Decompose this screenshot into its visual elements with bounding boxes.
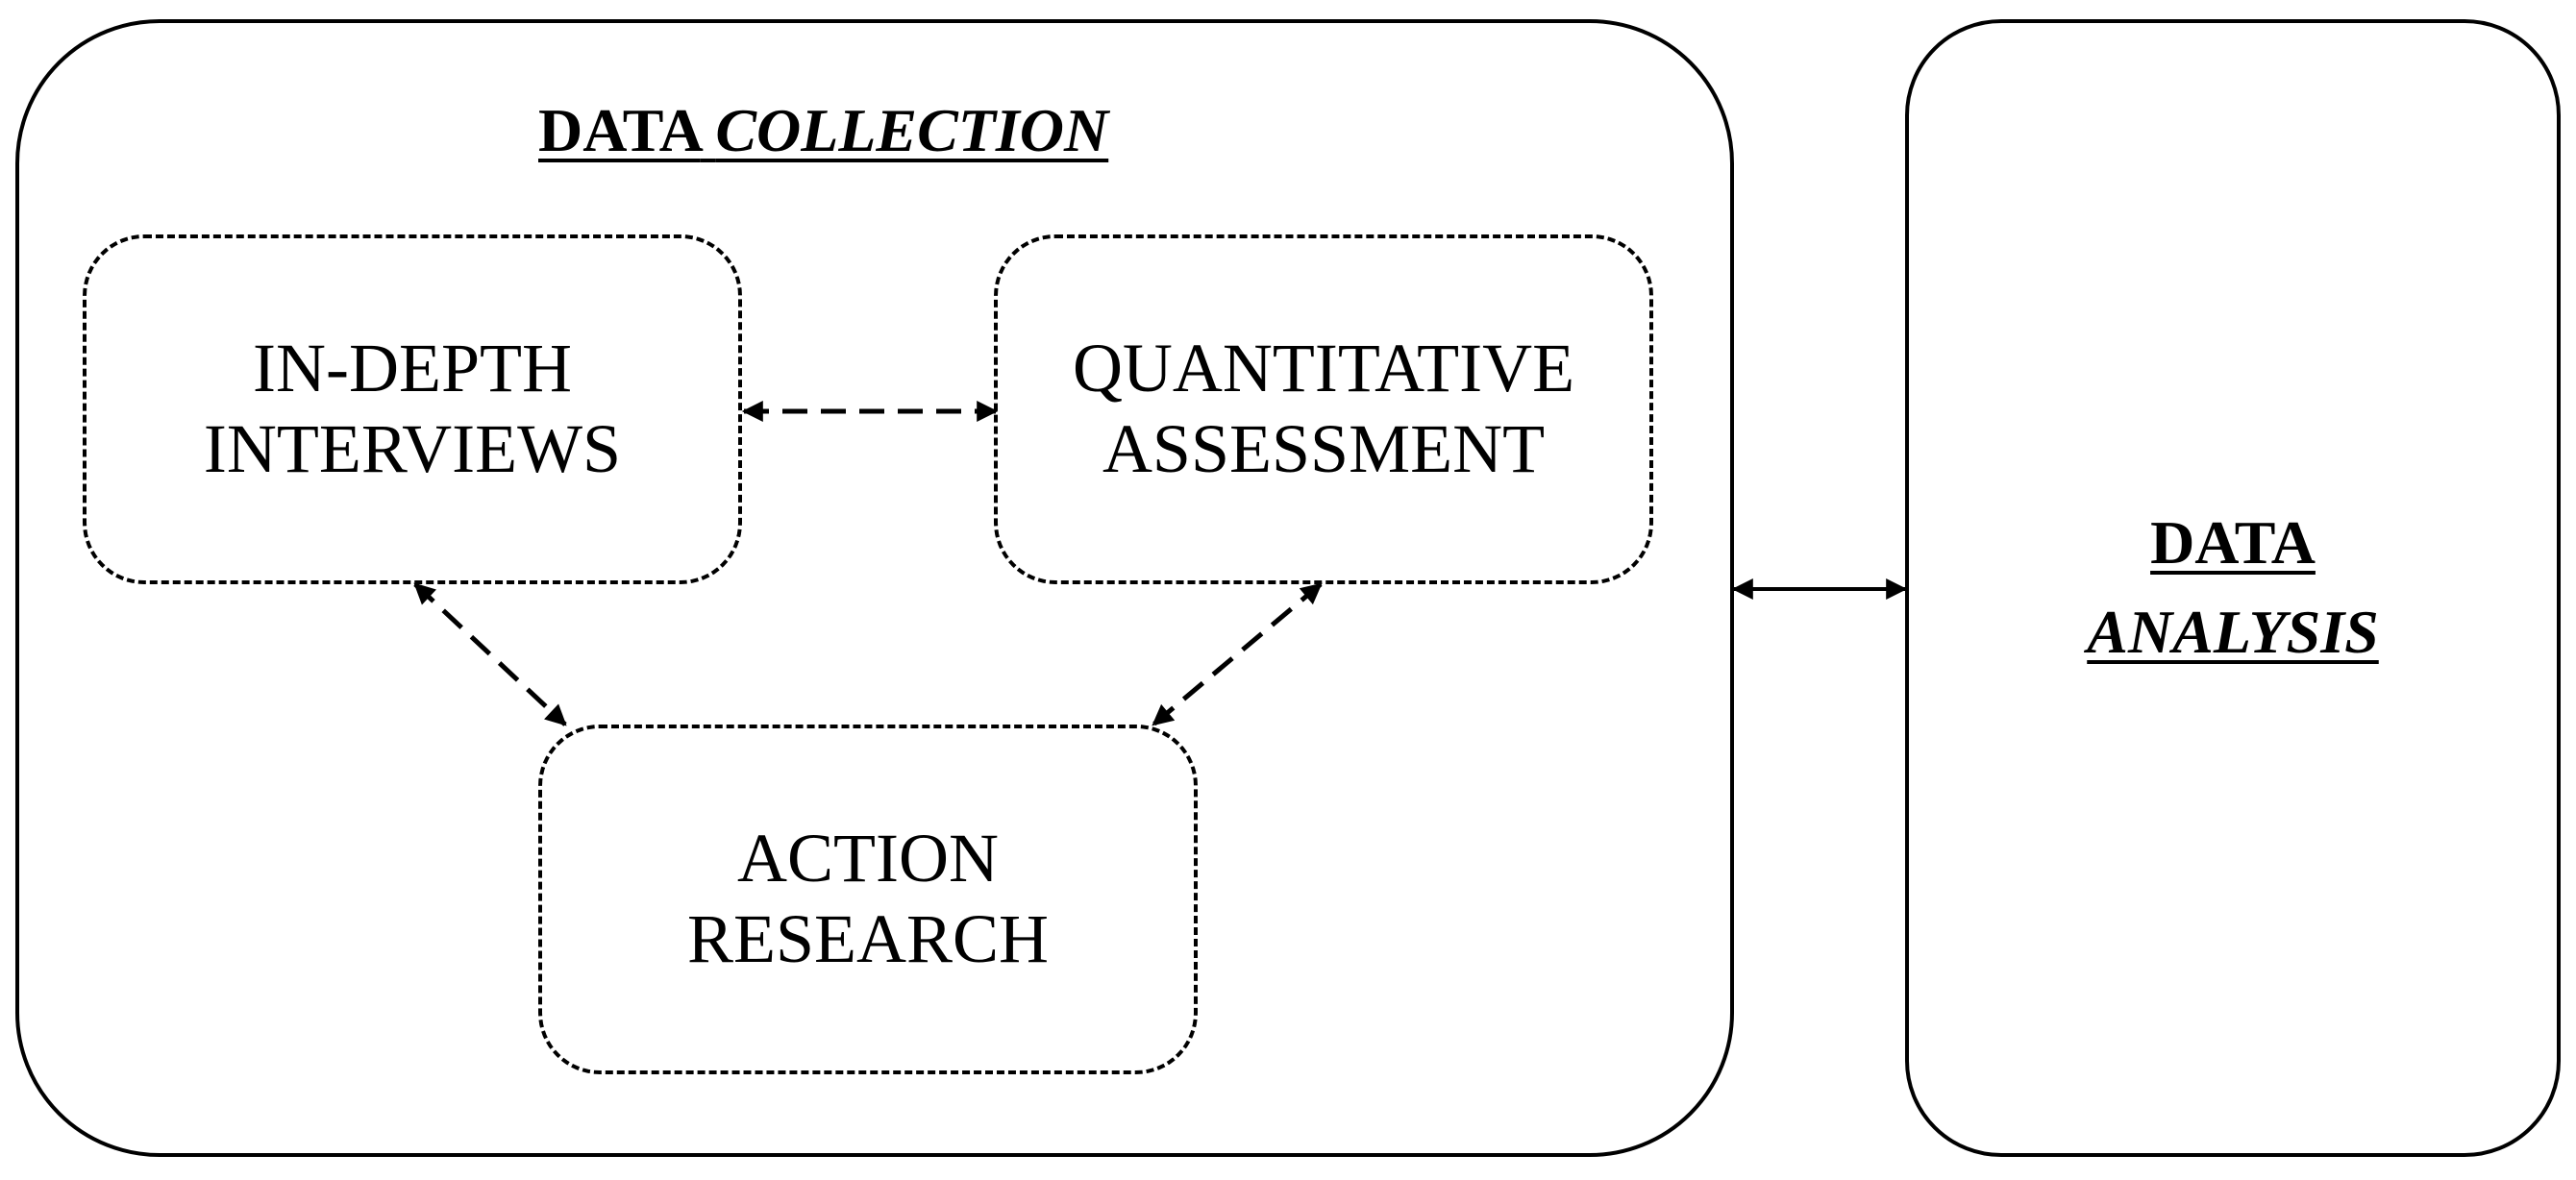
action-research-line-1: ACTION: [737, 820, 999, 897]
data-collection-title-word-2: COLLECTION: [715, 96, 1109, 164]
data-collection-title-word-1: DATA: [538, 96, 701, 164]
quantitative-assessment-node: [994, 234, 1653, 584]
quantitative-assessment-label: QUANTITATIVE ASSESSMENT: [994, 234, 1653, 584]
quantitative-assessment-line-2: ASSESSMENT: [1102, 410, 1546, 487]
data-analysis-title-word-2: ANALYSIS: [2087, 598, 2379, 666]
data-collection-title: DATA COLLECTION: [538, 100, 1108, 161]
data-collection-panel: [15, 19, 1734, 1157]
action-research-line-2: RESEARCH: [686, 900, 1050, 977]
in-depth-interviews-label: IN-DEPTH INTERVIEWS: [83, 234, 742, 584]
action-research-label: ACTION RESEARCH: [538, 725, 1198, 1074]
data-analysis-panel: [1905, 19, 2561, 1157]
in-depth-interviews-node: [83, 234, 742, 584]
action-research-node: [538, 725, 1198, 1074]
data-analysis-title-word-1: DATA: [2150, 508, 2316, 578]
quantitative-assessment-line-1: QUANTITATIVE: [1072, 330, 1575, 407]
in-depth-interviews-line-2: INTERVIEWS: [203, 410, 622, 487]
arrow-interviews-action: [413, 582, 567, 726]
data-analysis-title: DATA ANALYSIS: [1905, 19, 2561, 1157]
in-depth-interviews-line-1: IN-DEPTH: [253, 330, 572, 407]
